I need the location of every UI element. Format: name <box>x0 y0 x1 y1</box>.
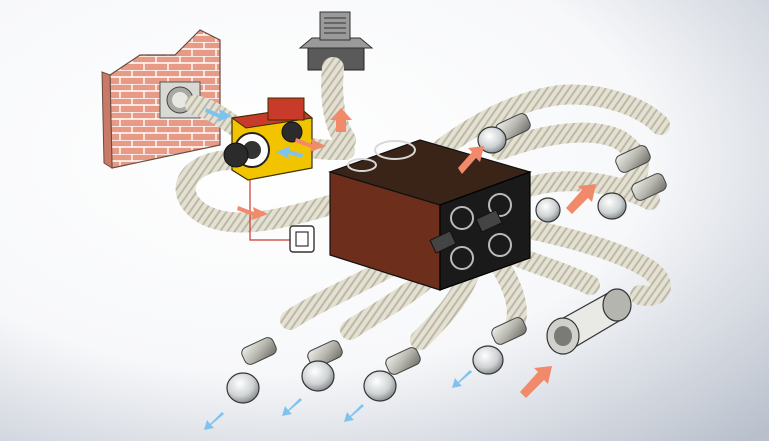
terminal-1 <box>226 372 260 404</box>
duct-right-4 <box>500 215 671 306</box>
sleeve-4 <box>491 317 527 345</box>
extract-arrow-icon <box>344 404 364 422</box>
terminal-6 <box>597 192 627 220</box>
extract-arrow-icon <box>204 412 224 430</box>
duct-right-2 <box>490 122 649 200</box>
sleeve-7 <box>631 173 667 201</box>
sleeve-6 <box>615 145 651 173</box>
sleeve-3 <box>385 347 421 375</box>
air-terminals <box>226 126 627 404</box>
switch-icon <box>295 231 309 247</box>
sleeve-1 <box>241 337 277 365</box>
supply-arrow-icon <box>458 146 484 174</box>
supply-arrow-icon <box>237 206 268 220</box>
duct-loop-left <box>175 150 340 233</box>
supply-arrows <box>237 108 596 398</box>
terminal-4 <box>472 345 504 375</box>
duct-right-1 <box>430 84 670 160</box>
supply-arrow-icon <box>295 138 326 152</box>
extract-arrow-icon <box>282 398 302 416</box>
terminal-5 <box>477 126 507 154</box>
extract-arrow-icon <box>276 146 303 159</box>
extract-arrow-icon <box>205 108 232 122</box>
fan-unit <box>223 97 314 181</box>
terminal-2 <box>301 360 335 392</box>
supply-arrow-icon <box>566 184 596 214</box>
extract-arrow-icon <box>452 370 472 388</box>
cylindrical-diffuser <box>546 288 632 355</box>
terminal-3 <box>363 370 397 402</box>
terminal-7 <box>535 197 561 223</box>
wall-switch <box>249 180 315 253</box>
extract-arrows <box>204 108 472 430</box>
supply-arrow-icon <box>330 108 352 132</box>
fan-motor-icon <box>223 142 249 168</box>
distribution-plenum <box>328 139 532 291</box>
duct-roof <box>321 57 356 151</box>
hood-icon <box>319 11 351 41</box>
supply-arrow-icon <box>520 366 552 398</box>
